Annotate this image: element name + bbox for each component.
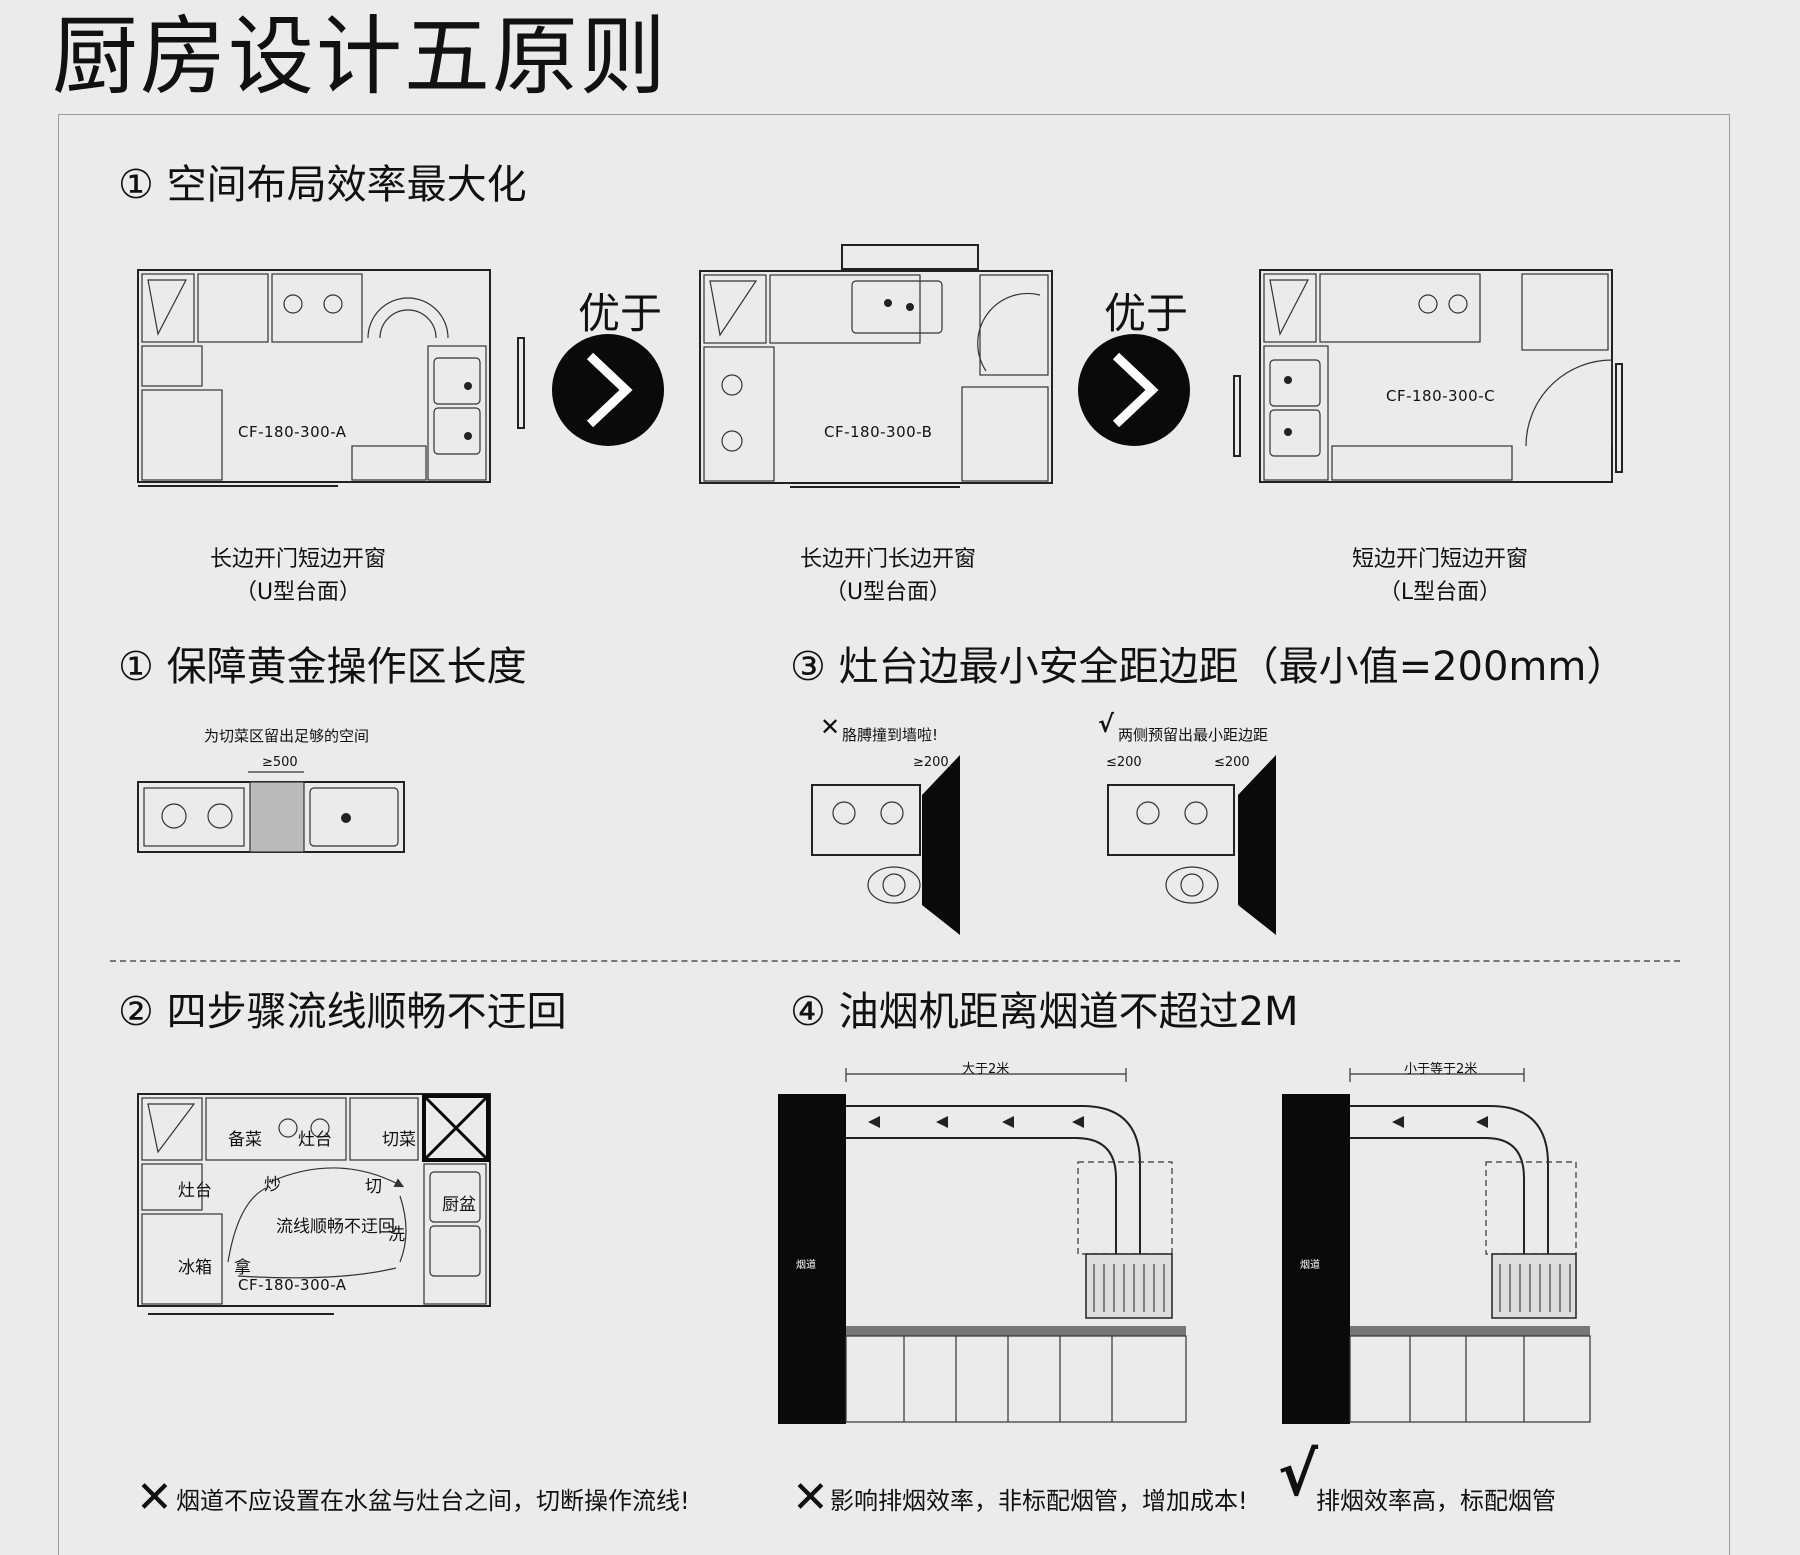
label-wash: 洗 xyxy=(388,1225,405,1245)
section4-note: 烟道不应设置在水盆与灶台之间，切断操作流线! xyxy=(176,1487,690,1515)
workflow-plan-code: CF-180-300-A xyxy=(238,1276,347,1294)
section4-heading: ② 四步骤流线顺畅不迂回 xyxy=(118,989,567,1035)
plan-c-drawing xyxy=(1233,269,1623,483)
stove-good-drawing xyxy=(1107,755,1276,935)
content-frame xyxy=(58,114,1730,1555)
label-stove2: 灶台 xyxy=(178,1181,212,1201)
plan-c-code: CF-180-300-C xyxy=(1386,387,1496,405)
plan-c-caption-line1: 短边开门短边开窗 xyxy=(1351,547,1528,572)
section3-heading: ③ 灶台边最小安全距边距（最小值=200mm） xyxy=(790,644,1627,690)
plan-a-caption: 长边开门短边开窗 （U型台面） xyxy=(198,543,398,609)
section3-good-mark: √ xyxy=(1098,710,1115,738)
section5-good-mark: √ xyxy=(1278,1440,1319,1510)
page-title: 厨房设计五原则 xyxy=(52,7,668,107)
section2-heading: ① 保障黄金操作区长度 xyxy=(118,644,527,690)
section-divider xyxy=(110,960,1680,962)
chevron-right-icon-2 xyxy=(1078,334,1190,446)
section3-good-dim-left: ≤200 xyxy=(1106,755,1142,770)
section5-heading: ④ 油烟机距离烟道不超过2M xyxy=(790,989,1299,1035)
better-label-2: 优于 xyxy=(1104,289,1189,338)
plan-b-code: CF-180-300-B xyxy=(824,423,933,441)
section5-bad-note: 影响排烟效率，非标配烟管，增加成本! xyxy=(830,1487,1248,1515)
section1-heading: ① 空间布局效率最大化 xyxy=(118,162,527,208)
plan-b-caption-line1: 长边开门长边开窗 xyxy=(799,547,976,572)
label-take: 拿 xyxy=(234,1258,251,1278)
better-label-1: 优于 xyxy=(578,289,663,338)
plan-a-drawing xyxy=(137,269,525,487)
label-prep: 备菜 xyxy=(228,1130,262,1150)
section3-good-dim-right: ≤200 xyxy=(1214,755,1250,770)
section3-bad-dim: ≥200 xyxy=(913,755,949,770)
section4-mark: ✕ xyxy=(136,1472,173,1523)
section5-good-note: 排烟效率高，标配烟管 xyxy=(1316,1487,1556,1515)
workflow-plan-drawing xyxy=(137,1093,491,1315)
plan-b-caption: 长边开门长边开窗 （U型台面） xyxy=(788,543,988,609)
plan-c-caption: 短边开门短边开窗 （L型台面） xyxy=(1340,543,1540,609)
section2-note: 为切菜区留出足够的空间 xyxy=(204,727,370,745)
section3-bad-mark: ✕ xyxy=(820,713,841,741)
label-chop: 切 xyxy=(365,1177,382,1197)
counter-top-drawing xyxy=(137,771,405,853)
right-duct-label: 烟道 xyxy=(1300,1260,1320,1271)
label-sink: 厨盆 xyxy=(442,1195,476,1215)
section5-left-dim: 大于2米 xyxy=(962,1062,1010,1077)
plan-b-caption-line2: （U型台面） xyxy=(824,580,952,605)
section3-good-note: 两侧预留出最小距边距 xyxy=(1118,726,1269,744)
left-duct-label: 烟道 xyxy=(796,1260,816,1271)
section3-bad-note: 胳膊撞到墙啦! xyxy=(842,726,939,744)
hood-near-drawing xyxy=(1282,1068,1591,1424)
label-flow: 流线顺畅不迂回 xyxy=(276,1217,395,1237)
plan-a-caption-line2: （U型台面） xyxy=(234,580,362,605)
plan-a-code: CF-180-300-A xyxy=(238,423,347,441)
plan-b-drawing xyxy=(699,244,1053,488)
plan-c-caption-line2: （L型台面） xyxy=(1378,580,1502,605)
section2-dim: ≥500 xyxy=(262,755,298,770)
label-stove: 灶台 xyxy=(298,1130,332,1150)
section5-bad-mark: ✕ xyxy=(792,1472,829,1523)
label-cut: 切菜 xyxy=(382,1130,416,1150)
hood-far-drawing xyxy=(778,1068,1187,1424)
section5-right-dim: 小于等于2米 xyxy=(1404,1062,1478,1077)
label-fridge: 冰箱 xyxy=(178,1258,212,1278)
plan-a-caption-line1: 长边开门短边开窗 xyxy=(209,547,386,572)
chevron-right-icon xyxy=(552,334,664,446)
label-fry: 炒 xyxy=(264,1175,281,1195)
stove-bad-drawing xyxy=(811,755,960,935)
